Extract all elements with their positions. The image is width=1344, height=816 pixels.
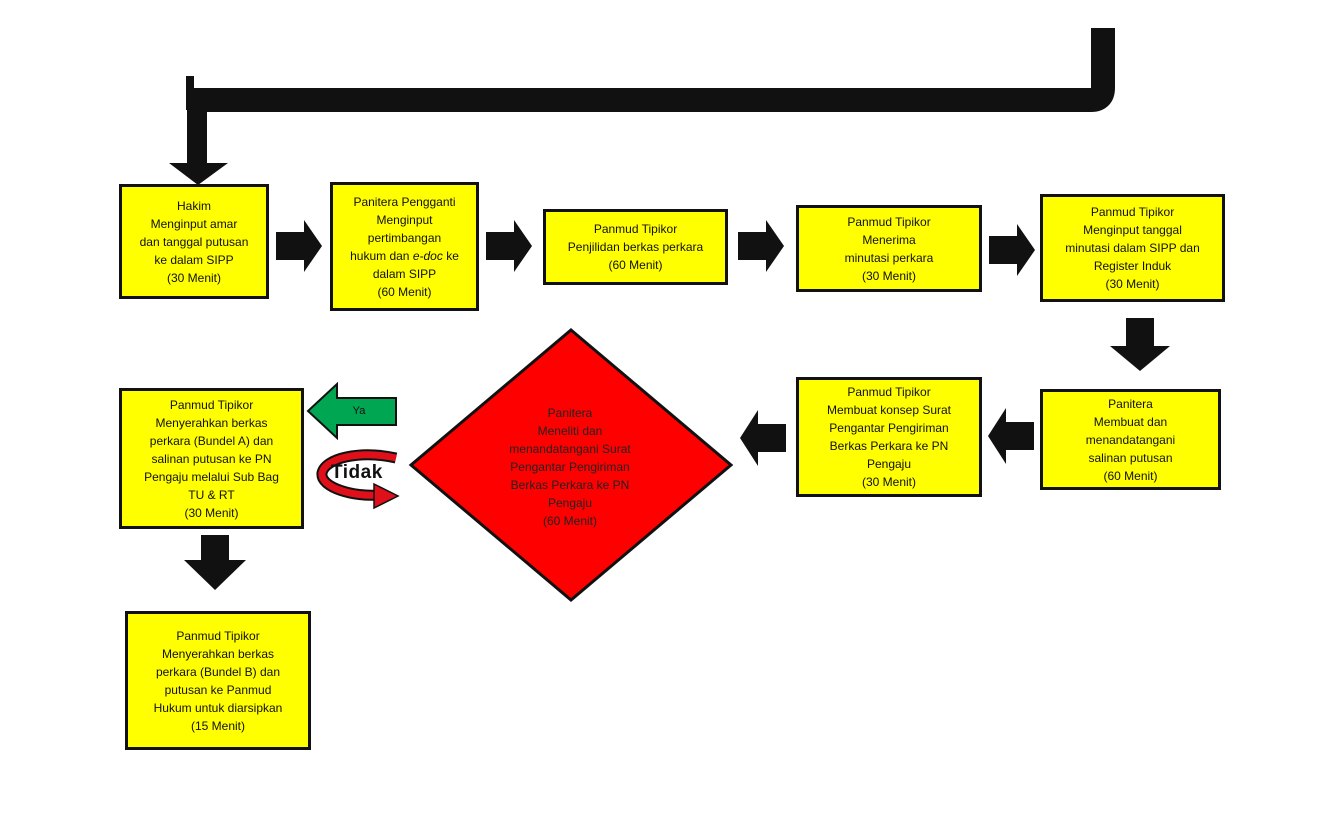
- step-actor: Panitera: [1108, 396, 1153, 411]
- decision-text: Panitera Meneliti dan menandatangani Sur…: [480, 404, 660, 530]
- arrow-right-3: [738, 220, 784, 272]
- step-line: perkara (Bundel B) dan: [155, 664, 281, 679]
- step-actor: Panitera Pengganti: [353, 194, 456, 209]
- step-line: Pengantar Pengiriman: [829, 421, 949, 435]
- step-line: minutasi perkara: [844, 250, 934, 265]
- step-serahkan-bundel-a: Panmud Tipikor Menyerahkan berkas perkar…: [119, 388, 304, 529]
- decision-line: menandatangani Surat: [509, 442, 631, 456]
- step-line: Menyerahkan berkas: [161, 646, 275, 661]
- step-line-em: e-doc: [412, 248, 443, 263]
- step-line: Pengaju melalui Sub Bag: [144, 469, 279, 484]
- step-line: dan tanggal putusan: [139, 234, 249, 249]
- step-hakim-input-amar: Hakim Menginput amar dan tanggal putusan…: [119, 184, 269, 299]
- step-actor: Panmud Tipikor: [169, 397, 254, 412]
- step-menerima-minutasi: Panmud Tipikor Menerima minutasi perkara…: [796, 205, 982, 292]
- step-line: Hukum untuk diarsipkan: [153, 700, 283, 715]
- step-line-post: ke: [442, 248, 459, 263]
- step-line: perkara (Bundel A) dan: [149, 433, 274, 448]
- decision-line: Pengantar Pengiriman: [510, 460, 630, 474]
- no-loop-arrow: [316, 449, 400, 510]
- step-duration: (60 Menit): [377, 284, 432, 299]
- step-line: putusan ke Panmud: [164, 682, 272, 697]
- step-duration: (30 Menit): [184, 505, 239, 520]
- step-line: Menerima: [862, 232, 916, 247]
- step-actor: Hakim: [176, 198, 211, 213]
- step-input-tanggal-minutasi: Panmud Tipikor Menginput tanggal minutas…: [1040, 194, 1225, 302]
- step-panitera-pengganti-input: Panitera Pengganti Menginput pertimbanga…: [330, 182, 479, 311]
- step-actor: Panmud Tipikor: [593, 222, 678, 236]
- step-duration: (30 Menit): [166, 270, 222, 285]
- decision-duration: (60 Menit): [542, 514, 598, 528]
- decision-line: Pengaju: [547, 496, 593, 510]
- step-line: Menginput amar: [150, 216, 238, 231]
- step-line: TU & RT: [188, 487, 235, 502]
- step-penjilidan-berkas: Panmud Tipikor Penjilidan berkas perkara…: [543, 209, 728, 285]
- step-actor: Panmud Tipikor: [847, 214, 931, 229]
- step-line: Pengaju: [866, 457, 912, 471]
- step-duration: (30 Menit): [1105, 277, 1160, 291]
- step-line: salinan putusan ke PN: [151, 451, 272, 466]
- step-line: ke dalam SIPP: [154, 252, 234, 267]
- step-line: Berkas Perkara ke PN: [829, 439, 949, 453]
- arrow-down-1: [1110, 318, 1170, 371]
- no-label: Tidak: [331, 462, 383, 483]
- step-line: Menginput tanggal: [1083, 223, 1182, 237]
- step-line: menandatangani: [1085, 432, 1176, 447]
- step-line: pertimbangan: [367, 230, 442, 245]
- step-panitera-salinan-putusan: Panitera Membuat dan menandatangani sali…: [1040, 389, 1221, 490]
- step-line: minutasi dalam SIPP dan: [1065, 241, 1200, 255]
- step-actor: Panmud Tipikor: [176, 628, 260, 643]
- decision-diamond: [408, 328, 734, 602]
- yes-arrow: [306, 381, 397, 441]
- step-line: Membuat dan: [1093, 414, 1168, 429]
- step-duration: (30 Menit): [861, 475, 917, 489]
- decision-line: Berkas Perkara ke PN: [510, 478, 630, 492]
- step-line: Menginput: [376, 212, 433, 227]
- step-duration: (30 Menit): [861, 268, 917, 283]
- step-serahkan-bundel-b: Panmud Tipikor Menyerahkan berkas perkar…: [125, 611, 311, 750]
- yes-label: Ya: [352, 405, 366, 417]
- step-konsep-surat-pengantar: Panmud Tipikor Membuat konsep Surat Peng…: [796, 377, 982, 497]
- arrow-right-1: [276, 220, 322, 272]
- step-actor: Panmud Tipikor: [1090, 205, 1175, 219]
- arrow-down-2: [184, 535, 246, 590]
- step-duration: (60 Menit): [608, 258, 663, 272]
- decision-actor: Panitera: [547, 406, 593, 420]
- step-line-edoc: hukum dan e-doc ke: [350, 247, 459, 265]
- arrow-left-2: [740, 410, 786, 466]
- step-line: Register Induk: [1093, 259, 1172, 273]
- step-line: Penjilidan berkas perkara: [567, 240, 704, 254]
- arrow-right-2: [486, 220, 532, 272]
- step-line: salinan putusan: [1088, 450, 1173, 465]
- step-line: Membuat konsep Surat: [826, 403, 952, 417]
- step-line-pre: hukum dan: [350, 248, 413, 263]
- return-connector: [169, 28, 1115, 185]
- step-duration: (15 Menit): [190, 718, 246, 733]
- step-duration: (60 Menit): [1103, 468, 1158, 483]
- arrow-right-4: [989, 224, 1035, 276]
- step-line: Menyerahkan berkas: [155, 415, 268, 430]
- step-actor: Panmud Tipikor: [847, 385, 931, 399]
- arrow-left-1: [988, 408, 1034, 464]
- decision-line: Meneliti dan: [537, 424, 603, 438]
- step-line: dalam SIPP: [372, 266, 437, 281]
